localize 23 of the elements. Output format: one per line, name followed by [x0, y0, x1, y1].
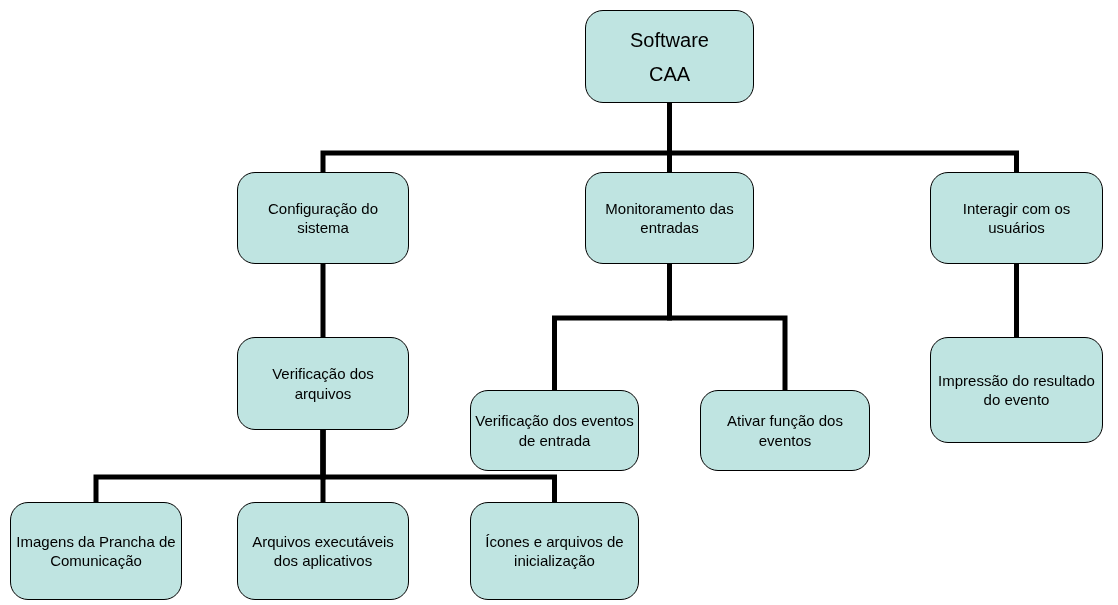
box-label: Impressão do resultado do evento	[937, 370, 1096, 410]
box-label: Verificação dos eventos de entrada	[475, 411, 634, 450]
process-box	[585, 10, 754, 103]
connector-line	[667, 261, 788, 393]
box-label: Imagens da Prancha de Comunicação	[15, 531, 177, 571]
box-label: Configuração do sistema	[266, 198, 380, 238]
process-box	[10, 502, 182, 600]
process-box	[237, 502, 409, 600]
process-box	[930, 172, 1103, 264]
process-box	[930, 337, 1103, 443]
process-box	[470, 502, 639, 600]
box-label: Verificação dos arquivos	[271, 364, 375, 403]
process-box	[700, 390, 870, 471]
box-label: Monitoramento das entradas	[604, 198, 735, 238]
box-label: Ativar função dos eventos	[726, 411, 844, 450]
box-label: Software CAA	[629, 27, 710, 87]
box-label: Interagir com os usuários	[961, 198, 1072, 238]
process-box	[585, 172, 754, 264]
process-box	[237, 172, 409, 264]
process-box	[470, 390, 639, 471]
process-box	[237, 337, 409, 430]
box-label: Arquivos executáveis dos aplicativos	[251, 531, 395, 571]
box-label: Ícones e arquivos de inicialização	[484, 531, 625, 571]
